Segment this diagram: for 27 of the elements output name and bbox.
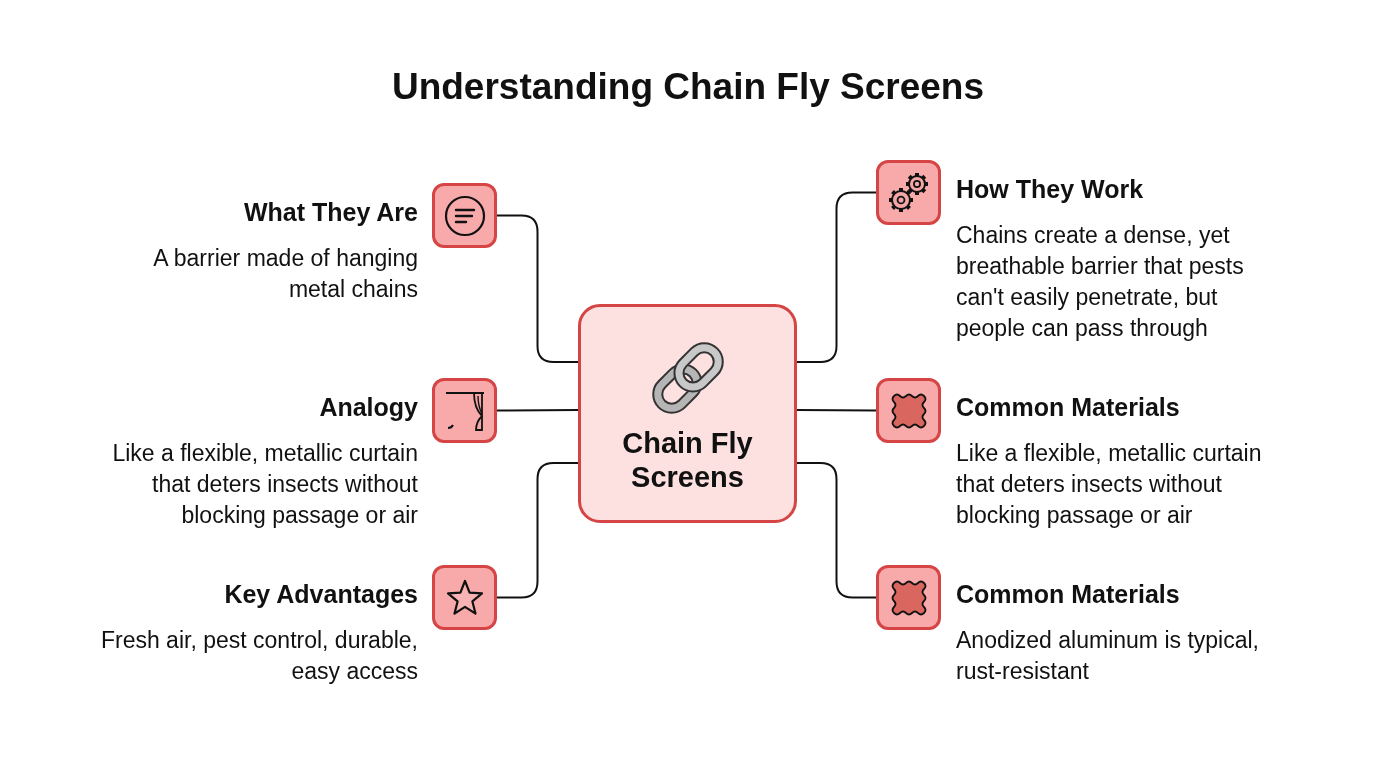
connector-line	[496, 462, 579, 599]
connector-line	[796, 462, 877, 599]
diagram-title: Understanding Chain Fly Screens	[390, 65, 986, 109]
central-topic-label: Chain Fly Screens	[621, 427, 754, 494]
icon-tile	[432, 378, 497, 443]
icon-tile	[432, 183, 497, 248]
connector-line	[796, 191, 877, 363]
section-description: Chains create a dense, yet breathable barrier that pests can't easily penetrate, but people can pass through	[956, 221, 1245, 343]
connector-line	[796, 409, 877, 412]
section-description: A barrier made of hanging metal chains	[152, 244, 418, 304]
section-heading: What They Are	[243, 197, 418, 227]
section-description: Like a flexible, metallic curtain that deters insects without blocking passage or air	[111, 439, 418, 530]
section-description: Anodized aluminum is typical, rust-resistant	[956, 626, 1260, 686]
section-heading: Key Advantages	[224, 579, 418, 609]
icon-tile	[876, 378, 941, 443]
connector-line	[496, 214, 579, 363]
section-heading: Common Materials	[956, 579, 1180, 609]
connector-line	[496, 409, 579, 412]
section-heading: Analogy	[319, 392, 418, 422]
section-description: Fresh air, pest control, durable, easy access	[99, 626, 418, 686]
central-topic-box	[578, 304, 797, 523]
section-heading: How They Work	[956, 174, 1144, 204]
icon-tile	[876, 565, 941, 630]
section-description: Like a flexible, metallic curtain that deters insects without blocking passage or air	[956, 439, 1263, 530]
icon-tile	[876, 160, 941, 225]
icon-tile	[432, 565, 497, 630]
section-heading: Common Materials	[956, 392, 1180, 422]
